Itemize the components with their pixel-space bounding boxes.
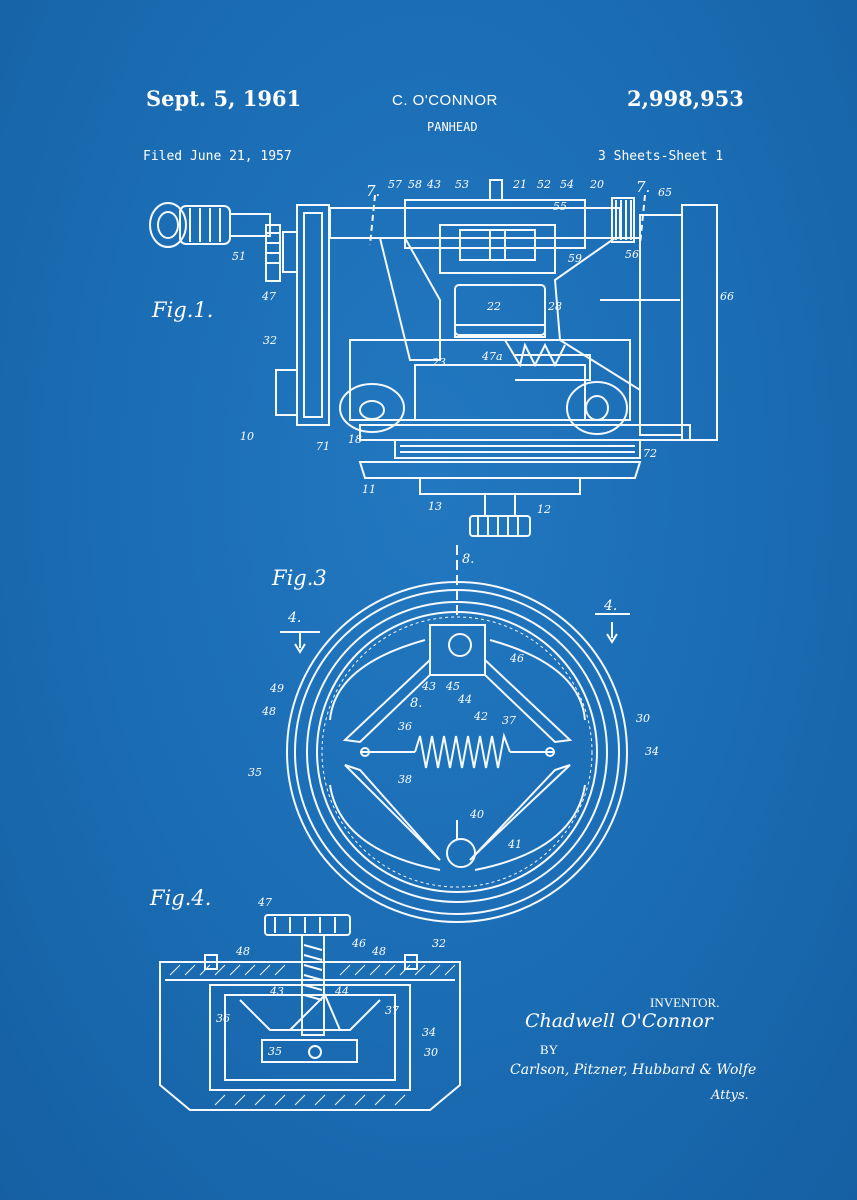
fig1-drawing bbox=[149, 179, 718, 537]
fig3-ref-label: 30 bbox=[636, 712, 650, 725]
fig3-ref-label: 8. bbox=[462, 552, 475, 567]
fig3-ref-label: 46 bbox=[510, 652, 524, 665]
inventor-label: INVENTOR. bbox=[650, 995, 720, 1010]
patent-title: PANHEAD bbox=[427, 120, 478, 134]
fig1-ref-label: 57 bbox=[388, 178, 402, 191]
fig4-ref-label: 30 bbox=[424, 1046, 438, 1059]
fig3-ref-label: 36 bbox=[398, 720, 412, 733]
fig4-ref-label: 35 bbox=[268, 1045, 282, 1058]
fig4-ref-label: 47 bbox=[258, 896, 272, 909]
fig4-ref-label: 48 bbox=[236, 945, 250, 958]
fig1-ref-label: 20 bbox=[590, 178, 604, 191]
fig3-caption: Fig.3 bbox=[272, 566, 327, 590]
inventor-signature: Chadwell O'Connor bbox=[525, 1010, 713, 1032]
fig1-ref-label: 43 bbox=[427, 178, 441, 191]
by-label: BY bbox=[540, 1042, 559, 1057]
fig4-caption: Fig.4. bbox=[150, 886, 212, 910]
fig3-ref-label: 38 bbox=[398, 773, 412, 786]
fig3-drawing bbox=[280, 545, 630, 923]
fig1-ref-label: 56 bbox=[625, 248, 639, 261]
fig3-ref-label: 8. bbox=[410, 696, 423, 711]
sheet-count: 3 Sheets-Sheet 1 bbox=[598, 149, 724, 164]
fig1-ref-label: 53 bbox=[455, 178, 469, 191]
fig3-ref-label: 4. bbox=[288, 610, 302, 626]
fig1-ref-label: 7. bbox=[366, 182, 381, 200]
fig1-ref-label: 72 bbox=[643, 447, 657, 460]
fig4-ref-label: 37 bbox=[385, 1004, 399, 1017]
fig3-ref-label: 45 bbox=[446, 680, 460, 693]
fig1-ref-label: 59 bbox=[568, 252, 582, 265]
fig3-ref-label: 44 bbox=[458, 693, 472, 706]
fig3-ref-label: 40 bbox=[470, 808, 484, 821]
fig1-ref-label: 10 bbox=[240, 430, 254, 443]
fig1-ref-label: 13 bbox=[428, 500, 442, 513]
fig4-ref-label: 46 bbox=[352, 937, 366, 950]
fig3-ref-label: 49 bbox=[270, 682, 284, 695]
fig1-ref-label: 65 bbox=[658, 186, 672, 199]
inventor-header: C. O'CONNOR bbox=[392, 92, 498, 109]
fig3-ref-label: 4. bbox=[604, 598, 618, 614]
attorney-signature: Carlson, Pitzner, Hubbard & Wolfe bbox=[510, 1062, 757, 1078]
fig1-ref-label: 22 bbox=[487, 300, 501, 313]
fig1-ref-label: 28 bbox=[548, 300, 562, 313]
fig1-ref-label: 58 bbox=[408, 178, 422, 191]
attorneys-suffix: Attys. bbox=[711, 1088, 749, 1103]
fig1-ref-label: 23 bbox=[432, 356, 446, 369]
fig1-ref-label: 32 bbox=[263, 334, 277, 347]
fig1-caption: Fig.1. bbox=[152, 298, 214, 322]
fig1-ref-label: 21 bbox=[513, 178, 527, 191]
fig1-ref-label: 51 bbox=[232, 250, 246, 263]
fig4-ref-label: 43 bbox=[270, 985, 284, 998]
fig4-ref-label: 44 bbox=[335, 985, 349, 998]
fig3-ref-label: 42 bbox=[474, 710, 488, 723]
fig1-ref-label: 55 bbox=[553, 200, 567, 213]
fig1-ref-label: 47 bbox=[262, 290, 276, 303]
fig1-ref-label: 71 bbox=[316, 440, 330, 453]
fig1-ref-label: 18 bbox=[348, 433, 362, 446]
fig1-ref-label: 66 bbox=[720, 290, 734, 303]
fig1-ref-label: 54 bbox=[560, 178, 574, 191]
patent-date: Sept. 5, 1961 bbox=[146, 86, 302, 111]
fig1-ref-label: 7. bbox=[636, 178, 651, 196]
fig4-ref-label: 32 bbox=[432, 937, 446, 950]
fig4-ref-label: 36 bbox=[216, 1012, 230, 1025]
fig1-ref-label: 12 bbox=[537, 503, 551, 516]
fig1-ref-label: 52 bbox=[537, 178, 551, 191]
fig1-ref-label: 47a bbox=[482, 350, 503, 363]
fig3-ref-label: 37 bbox=[502, 714, 516, 727]
fig3-ref-label: 34 bbox=[645, 745, 659, 758]
fig4-ref-label: 34 bbox=[422, 1026, 436, 1039]
fig3-ref-label: 48 bbox=[262, 705, 276, 718]
fig4-drawing bbox=[159, 914, 461, 1111]
filed-date: Filed June 21, 1957 bbox=[143, 149, 292, 164]
fig3-ref-label: 41 bbox=[508, 838, 522, 851]
fig3-ref-label: 43 bbox=[422, 680, 436, 693]
fig4-ref-label: 48 bbox=[372, 945, 386, 958]
fig1-ref-label: 11 bbox=[362, 483, 376, 496]
patent-number: 2,998,953 bbox=[627, 86, 744, 111]
fig3-ref-label: 35 bbox=[248, 766, 262, 779]
